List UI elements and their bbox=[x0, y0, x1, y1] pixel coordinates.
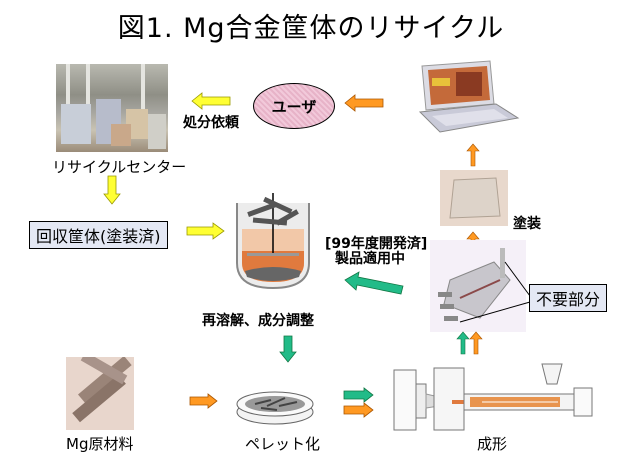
arrow-unneeded-to-furnace bbox=[344, 271, 404, 295]
laptop-photo bbox=[412, 56, 524, 140]
molding-label: 成形 bbox=[477, 435, 508, 453]
arrow-molding-orange-up bbox=[469, 331, 483, 355]
arrow-pellet-to-molding-orange bbox=[343, 402, 374, 418]
recycle-center-photo bbox=[56, 64, 168, 152]
collected-housing-label: 回収筐体(塗装済) bbox=[29, 221, 168, 249]
unneeded-part-label: 不要部分 bbox=[529, 284, 608, 312]
developed-note-line1: [99年度開発済] bbox=[325, 236, 428, 252]
mg-raw-material-photo bbox=[66, 357, 134, 430]
arrow-user-to-center bbox=[191, 92, 231, 110]
user-label: ユーザ bbox=[271, 97, 317, 116]
arrow-paint-to-laptop bbox=[466, 143, 480, 167]
pellet-label: ペレット化 bbox=[245, 435, 321, 453]
remelt-furnace bbox=[236, 193, 310, 290]
arrow-laptop-to-user bbox=[344, 94, 384, 112]
arrow-collected-to-furnace bbox=[186, 222, 225, 240]
arrow-molding-green-up bbox=[456, 331, 470, 355]
arrow-center-to-collected bbox=[103, 175, 121, 205]
disposal-request-label: 処分依頼 bbox=[183, 115, 239, 131]
diagram-title: 図1. Mg合金筐体のリサイクル bbox=[117, 13, 505, 44]
mg-raw-label: Mg原材料 bbox=[66, 435, 134, 453]
arrow-pellet-to-molding-green bbox=[343, 387, 374, 403]
injection-molding-machine bbox=[393, 363, 593, 431]
remelt-label: 再溶解、成分調整 bbox=[202, 313, 314, 329]
arrow-furnace-to-pellet bbox=[279, 335, 297, 363]
recycle-center-label: リサイクルセンター bbox=[52, 158, 187, 176]
user-node: ユーザ bbox=[253, 83, 335, 129]
pellet-dish bbox=[236, 391, 314, 425]
arrow-raw-to-pellet bbox=[189, 393, 218, 409]
painting-label: 塗装 bbox=[513, 216, 541, 232]
developed-note-line2: 製品適用中 bbox=[335, 251, 405, 267]
painted-housing-photo bbox=[440, 170, 508, 226]
unneeded-leader-lines bbox=[459, 261, 531, 323]
